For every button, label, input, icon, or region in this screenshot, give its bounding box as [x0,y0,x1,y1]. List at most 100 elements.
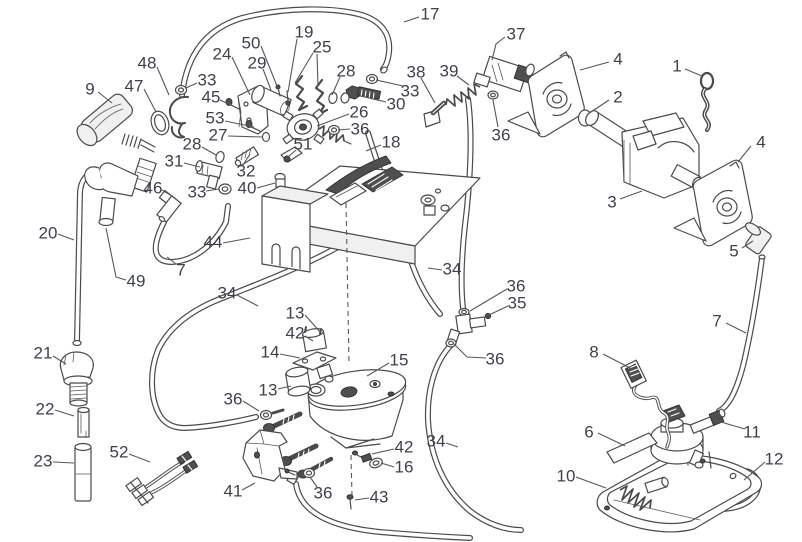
callout-36-a: 36 [492,126,511,145]
callout-lead-6 [597,432,626,447]
callout-25: 25 [313,38,332,57]
harness-spade-bands [181,455,193,471]
callout-lead-34-a [236,294,259,307]
tube-20-end-cap [72,339,82,347]
callout-lead-41 [241,482,256,491]
boiler-assembly [242,326,407,510]
boiler-top-elbow [316,363,334,380]
nut-36-valve37-inner [490,92,496,98]
plate-grommet [420,194,436,206]
flowmeter-outlet [688,449,705,468]
harness-spade-b [182,459,199,474]
tube-12-hook-end [729,472,737,480]
callout-lead-8 [602,353,633,370]
steam-valve-49-body [98,162,139,197]
wand-thread-ticks [121,133,142,149]
nut-36-boiler-bottom-inner [305,470,313,476]
callout-31: 31 [165,152,184,171]
callout-40: 40 [238,179,257,198]
callout-15: 15 [390,351,409,370]
o-ring-28-top [328,91,338,105]
nut-36-boiler-left [259,409,273,421]
clamp-51-screw [283,155,291,163]
plunger-32-tip [234,159,242,167]
callout-33-b: 33 [401,82,420,101]
flowmeter-inlet-tip [718,408,726,418]
terminal-16-crimp [360,452,373,463]
pump-3-coil-arc [657,141,695,153]
callout-34-b: 34 [443,260,462,279]
callout-19: 19 [295,23,314,42]
bracket-44-front [261,195,311,273]
terminal-block [361,166,404,193]
pump-bracket-4-bottom-tab [729,161,740,169]
pump-bracket-4-bottom-hole [716,197,738,217]
nut-36-cluster [327,124,341,136]
valve-37-cap [525,63,535,77]
o-ring-28-left [215,150,225,164]
elbow-31-cap [195,160,203,172]
screw-43-shaft [349,498,352,510]
tube-17-end-cap [380,66,388,74]
callout-lead-16 [380,462,395,468]
callout-lead-36-e [469,288,508,312]
harness-terminal-a [125,477,143,493]
callout-13-b: 13 [259,381,278,400]
pump-bracket-4-bottom-slots [712,189,742,225]
insert-22-cap [77,406,90,414]
callout-lead-4-mid [737,145,752,163]
callout-21: 21 [34,344,53,363]
callout-lead-33-c [205,188,220,192]
boiler-hole-c [387,391,395,397]
callout-50: 50 [242,34,261,53]
callout-lead-50 [260,45,280,92]
pump-3-top-box [642,112,685,137]
tube-7-right-end-cap [758,254,766,260]
pump-3-edge [623,139,631,185]
bolt-30-threads [360,89,375,101]
steam-knob-parts [59,351,94,502]
callout-16: 16 [395,458,414,477]
callout-lead-4-top [579,61,610,71]
callout-3: 3 [607,193,616,212]
mounting-plate-assembly [261,155,481,497]
cylinder-29-cap [251,84,265,104]
callout-lead-51 [287,149,297,158]
harness-spade-a [176,450,193,465]
callout-lead-48 [156,66,170,96]
callout-32: 32 [237,162,256,181]
callout-30: 30 [387,95,406,114]
callout-lead-34-b [427,267,443,271]
callout-49: 49 [127,272,146,291]
harness-terminal-b [131,484,149,500]
callout-52: 52 [110,443,129,462]
callout-4-mid: 4 [756,133,765,152]
callout-26: 26 [350,103,369,122]
callout-lead-36-f [452,342,487,359]
callout-lead-36-d [309,476,318,488]
callout-20: 20 [39,224,58,243]
callout-36-c: 36 [224,390,243,409]
nozzle-46-tip [158,215,166,223]
handle-grip-9-end [76,123,98,147]
callout-lead-26 [316,113,350,127]
tube-7-right [719,258,762,411]
knob-21-wings [59,351,94,381]
seal-ring-47-inner [153,114,167,132]
heater-bolt-b-ribs [297,448,310,459]
boiler-hole-a-pin [373,382,377,386]
bracket-44-slot-a [271,243,281,266]
callout-lead-29 [262,68,272,91]
callout-36-f: 36 [486,350,505,369]
callout-lead-30 [359,95,387,103]
callout-lead-35 [488,305,509,316]
valve-lug-d [282,133,294,145]
callout-42-a: 42 [286,324,305,343]
callout-lead-5 [741,240,754,249]
callout-24: 24 [213,45,232,64]
plate-grommet-inner [424,197,432,203]
tray-spring [619,485,652,511]
valve-37-ridges [491,62,504,83]
